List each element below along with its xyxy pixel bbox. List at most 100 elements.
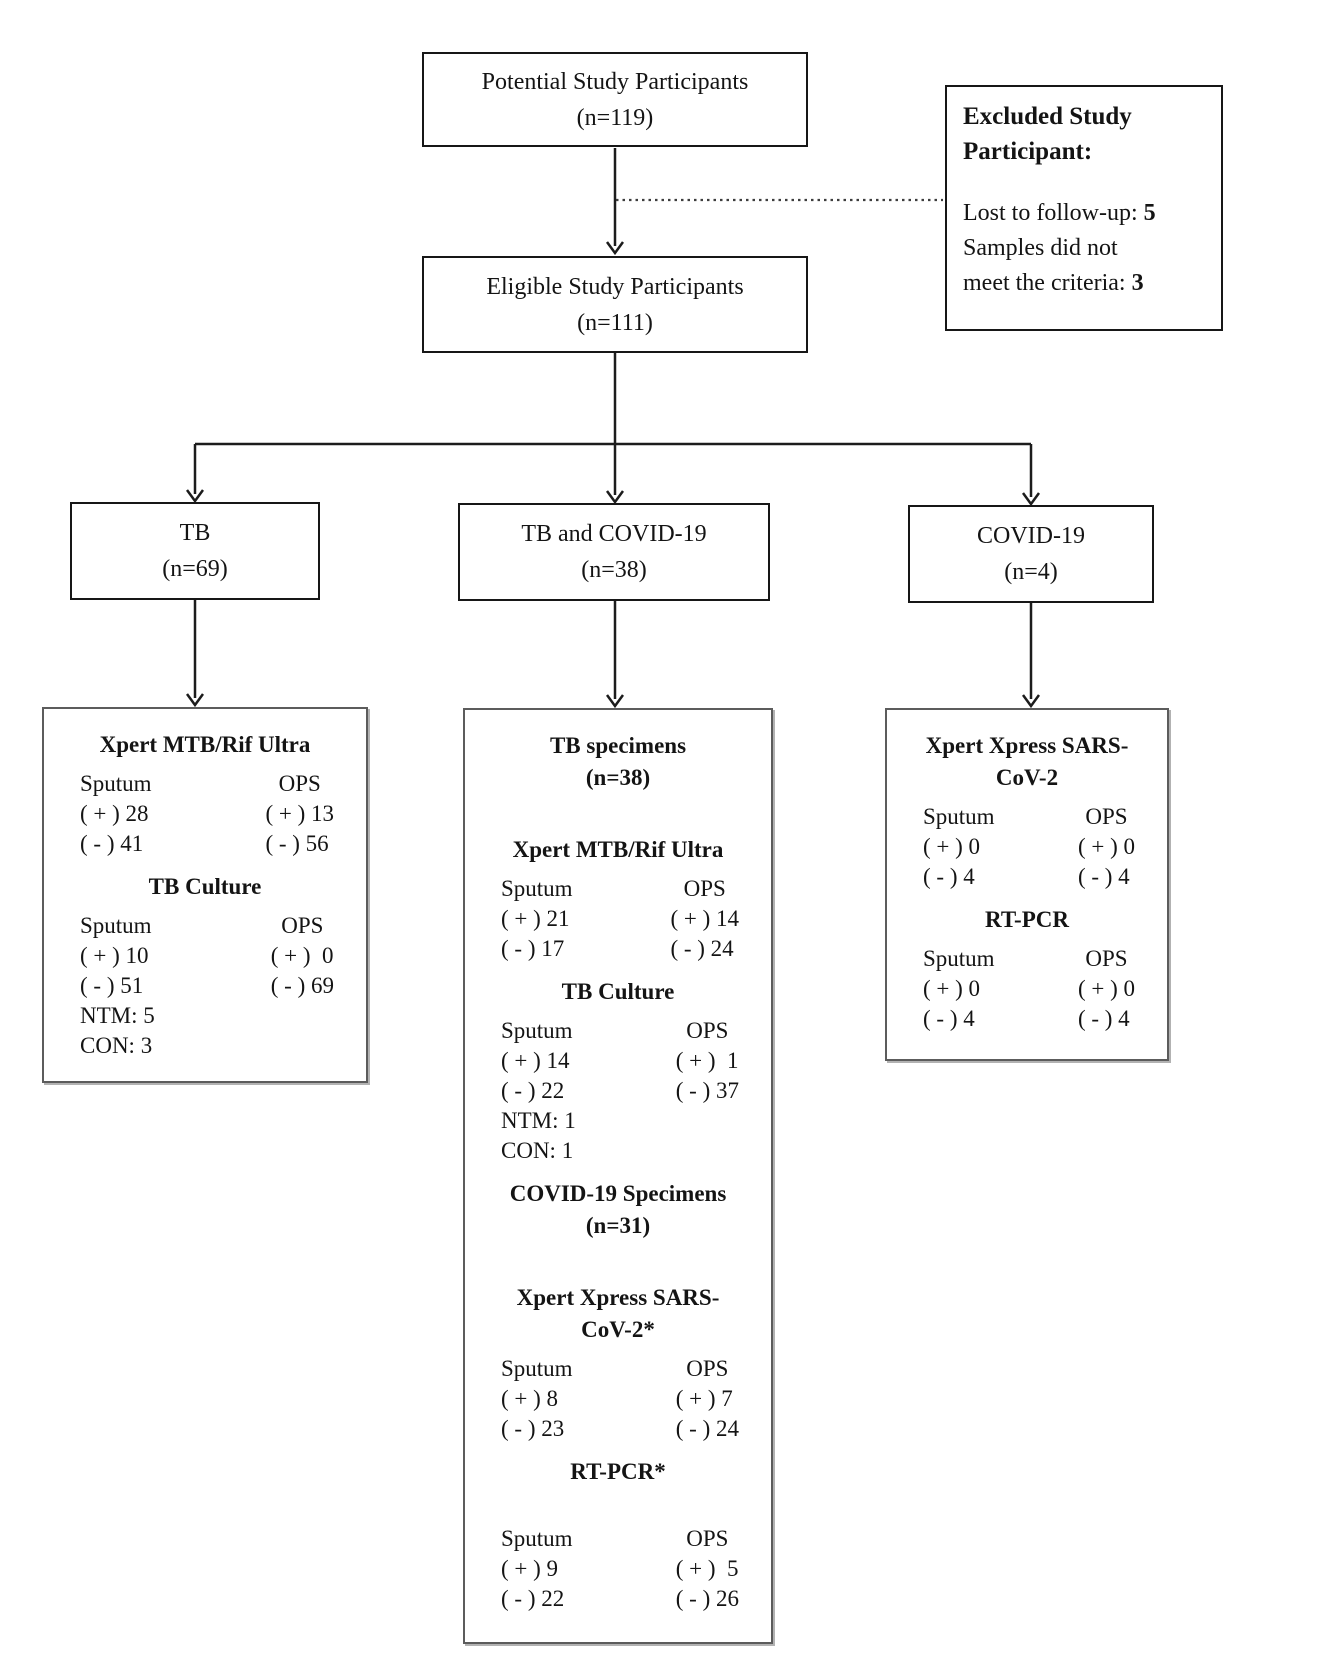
section-heading: RT-PCR — [985, 907, 1069, 932]
section-heading: CoV-2 — [995, 765, 1059, 790]
node-count: (n=4) — [1004, 559, 1058, 585]
stat-value: ( - ) 4 — [923, 1006, 975, 1031]
section-heading: (n=31) — [585, 1213, 651, 1238]
stats-column: Sputum( + ) 21( - ) 17 — [501, 874, 573, 964]
node-title: TB and COVID-19 — [521, 521, 707, 547]
column-header: OPS — [1085, 946, 1128, 971]
node-title: Potential Study Participants — [481, 68, 749, 95]
excluded-criteria-value: 3 — [1131, 270, 1144, 296]
stats-column: OPS ( + ) 0 ( - ) 69 — [271, 911, 334, 1001]
stat-value: ( - ) 24 — [675, 1416, 739, 1441]
stats-columns: Sputum ( + ) 0 ( - ) 4 OPS ( + ) 0 ( - ) 4 — [887, 802, 1167, 892]
stat-extra: NTM: 1 — [501, 1108, 576, 1133]
stat-value: ( + ) 14 — [670, 906, 739, 931]
stat-value: ( + ) 0 — [270, 943, 334, 968]
stats-columns: Sputum( + ) 9( - ) 22 OPS( + ) 5( - ) 26 — [465, 1524, 771, 1614]
arrowhead-tbcovid — [605, 490, 625, 505]
stat-value: ( + ) 10 — [80, 943, 149, 968]
excluded-heading: Excluded Study Participant: — [963, 103, 1132, 165]
node-count: (n=111) — [577, 309, 653, 336]
stat-extra: NTM: 5 — [80, 1003, 155, 1028]
stat-value: ( - ) 4 — [1077, 864, 1130, 889]
arrowhead-covid-detail — [1021, 694, 1041, 709]
stats-column: OPS ( + ) 1 ( - ) 37 — [676, 1016, 739, 1106]
section-heading: COVID-19 Specimens — [509, 1181, 727, 1206]
stat-value: ( + ) 14 — [501, 1048, 570, 1073]
node-title: Eligible Study Participants — [486, 273, 744, 300]
arrowhead-tb — [185, 489, 205, 504]
column-header: Sputum — [501, 1356, 573, 1381]
stat-value: ( - ) 51 — [80, 973, 144, 998]
node-eligible-participants: Eligible Study Participants (n=111) — [422, 256, 808, 353]
section-heading: CoV-2* — [581, 1317, 655, 1342]
stat-value: ( + ) 0 — [923, 834, 981, 859]
node-count: (n=38) — [581, 557, 647, 583]
excluded-criteria-line: meet the criteria: 3 — [963, 266, 1205, 301]
column-header: OPS — [1085, 804, 1128, 829]
stat-value: ( - ) 4 — [923, 864, 975, 889]
stats-column: OPS ( + ) 7 ( - ) 24 — [676, 1354, 739, 1444]
column-header: Sputum — [80, 913, 152, 938]
spacer — [465, 1488, 771, 1516]
node-potential-participants: Potential Study Participants (n=119) — [422, 52, 808, 147]
node-title: TB — [179, 520, 211, 546]
column-header: OPS — [683, 876, 726, 901]
stat-value: ( - ) 22 — [501, 1586, 565, 1611]
stat-value: ( - ) 41 — [80, 831, 144, 856]
arrowhead-eligible — [605, 241, 625, 256]
stat-value: ( + ) 0 — [1077, 976, 1135, 1001]
stats-column: Sputum( + ) 14( - ) 22 — [501, 1016, 573, 1106]
node-title: COVID-19 — [977, 523, 1085, 549]
stat-value: ( + ) 0 — [1077, 834, 1135, 859]
spacer — [963, 169, 1205, 196]
section-heading: Xpert Xpress SARS- — [516, 1285, 720, 1310]
excluded-lost-value: 5 — [1143, 200, 1156, 226]
column-header: OPS — [686, 1356, 729, 1381]
node-branch-tb: TB (n=69) — [70, 502, 320, 600]
stat-value: ( - ) 26 — [675, 1586, 739, 1611]
column-header: Sputum — [501, 1526, 573, 1551]
section-heading: Xpert MTB/Rif Ultra — [99, 732, 311, 757]
stat-value: ( - ) 69 — [270, 973, 334, 998]
column-header: Sputum — [923, 946, 995, 971]
section-heading: TB Culture — [148, 874, 262, 899]
spacer — [465, 1242, 771, 1270]
stat-value: ( - ) 4 — [1077, 1006, 1130, 1031]
stats-columns: Sputum( + ) 21( - ) 17 OPS ( + ) 14 ( - ) 2… — [465, 874, 771, 964]
section-heading: TB Culture — [561, 979, 675, 1004]
column-header: OPS — [686, 1526, 729, 1551]
stats-column: Sputum( + ) 8( - ) 23 — [501, 1354, 573, 1444]
stat-extra: CON: 3 — [80, 1033, 153, 1058]
stat-value: ( + ) 7 — [675, 1386, 733, 1411]
stat-value: ( - ) 24 — [670, 936, 734, 961]
stat-extra: CON: 1 — [501, 1138, 574, 1163]
column-header: OPS — [281, 913, 324, 938]
section-heading: Xpert MTB/Rif Ultra — [512, 837, 724, 862]
stat-value: ( + ) 1 — [675, 1048, 739, 1073]
node-excluded-participants: Excluded Study Participant: Lost to foll… — [945, 85, 1223, 331]
stats-column: Sputum( + ) 9( - ) 22 — [501, 1524, 573, 1614]
stats-column: OPS ( + ) 0 ( - ) 4 — [1078, 944, 1135, 1034]
stat-value: ( + ) 0 — [923, 976, 981, 1001]
column-header: OPS — [686, 1018, 729, 1043]
stats-column: OPS( + ) 5( - ) 26 — [676, 1524, 739, 1614]
node-count: (n=119) — [576, 104, 654, 131]
section-heading: (n=38) — [585, 765, 651, 790]
column-header: Sputum — [923, 804, 995, 829]
stats-column: OPS( + ) 13( - ) 56 — [265, 769, 334, 859]
column-header: Sputum — [501, 1018, 573, 1043]
stat-value: ( + ) 13 — [265, 801, 334, 826]
stats-column: OPS ( + ) 0 ( - ) 4 — [1078, 802, 1135, 892]
stats-column: Sputum ( + ) 0 ( - ) 4 — [923, 944, 995, 1034]
stat-value: ( + ) 8 — [501, 1386, 559, 1411]
stat-value: ( - ) 37 — [675, 1078, 739, 1103]
excluded-lost-to-followup: Lost to follow-up: 5 — [963, 196, 1205, 231]
